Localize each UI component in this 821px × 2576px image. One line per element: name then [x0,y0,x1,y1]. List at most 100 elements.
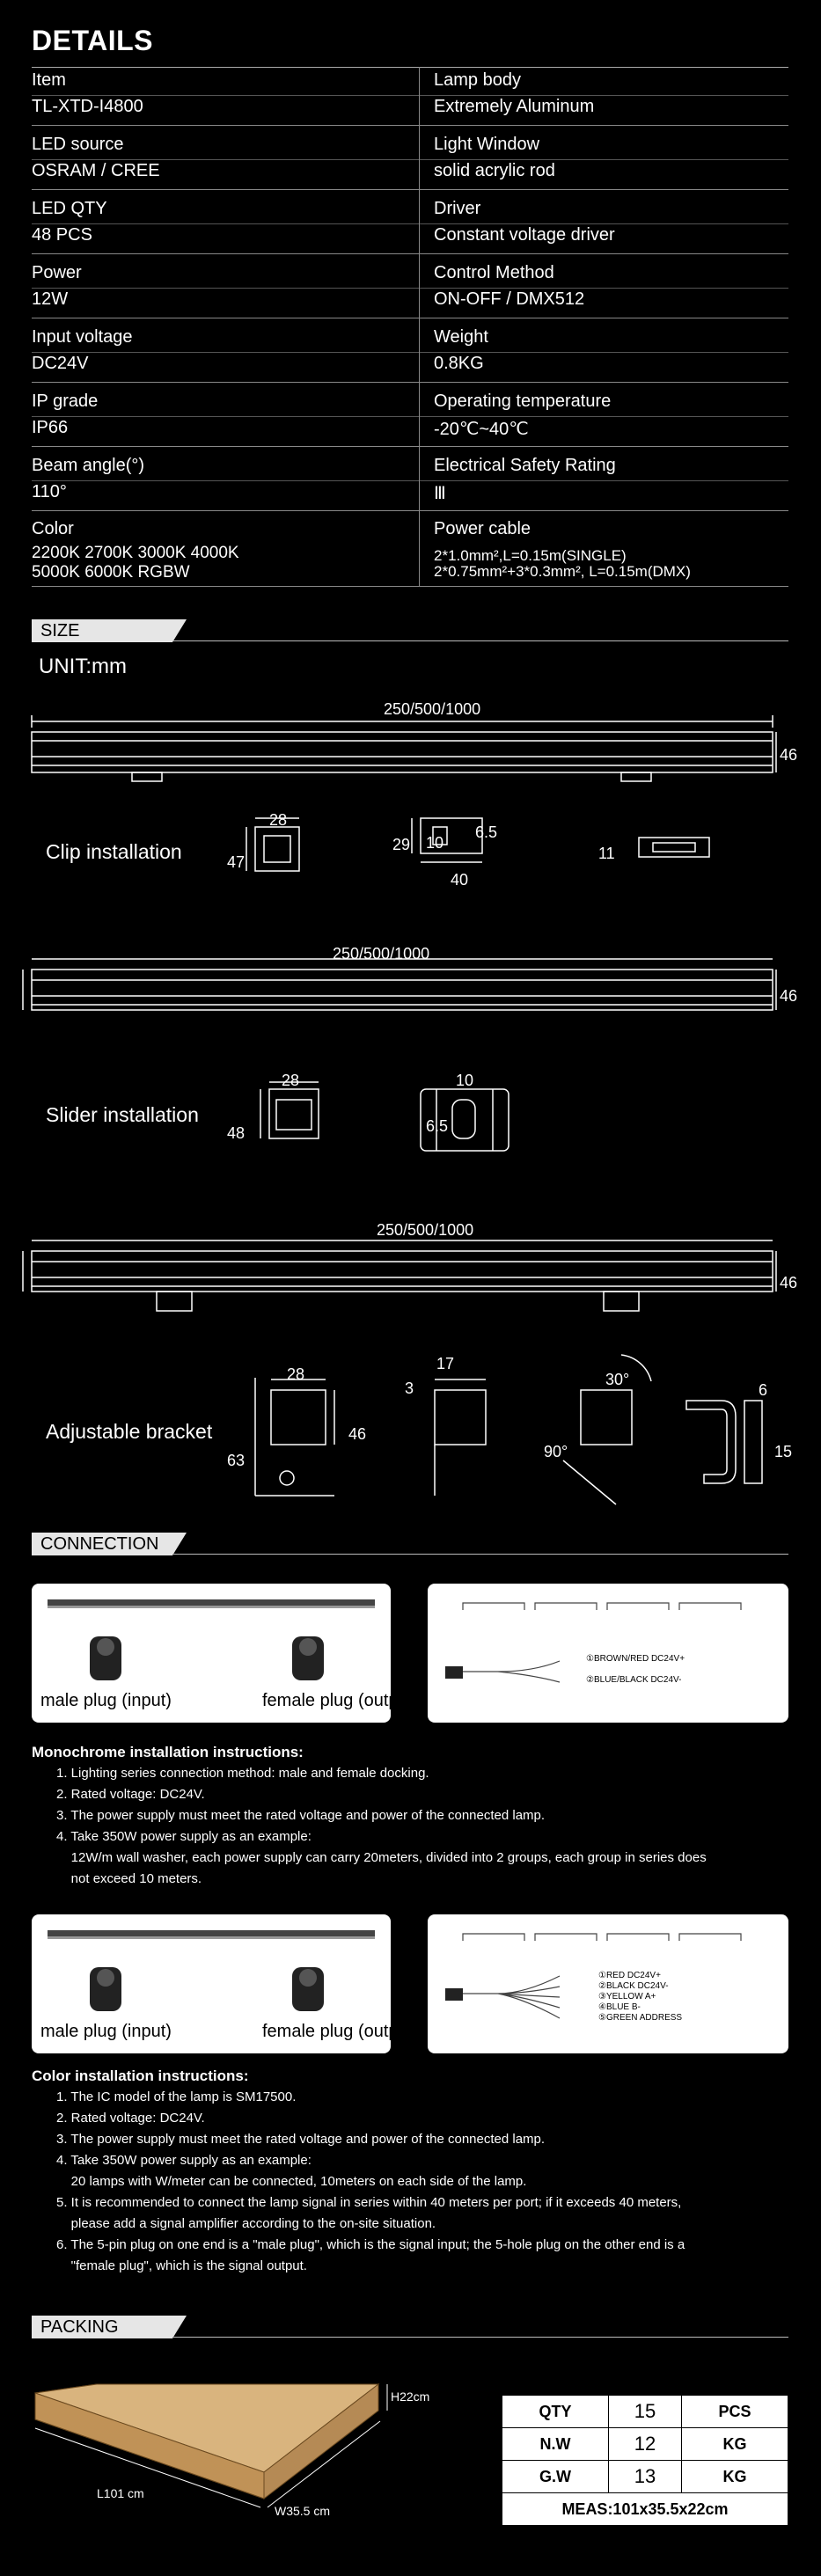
packing-cell-u: KG [681,2460,788,2493]
slider-dim-6.5: 6.5 [426,1117,449,1135]
bracket-dim-46: 46 [348,1425,367,1443]
divider [32,67,788,68]
color-values-line1: 2200K 2700K 3000K 4000K [32,544,239,562]
color-wire-5: ⑤GREEN ADDRESS [598,2013,683,2023]
detail-label-right: Weight [434,327,488,347]
clip-drawing [31,715,777,872]
detail-label-right: Light Window [434,135,540,154]
column-divider [419,67,420,586]
clip-installation-label: Clip installation [46,840,182,863]
instruction-item: 3. The power supply must meet the rated … [56,2132,546,2147]
section-tab-corner [172,2316,187,2338]
slider-installation-label: Slider installation [46,1103,199,1126]
bracket-dim-30deg: 30° [605,1371,630,1388]
detail-value-left: 110° [32,482,67,501]
slider-height-label: 46 [780,987,798,1005]
divider [32,416,788,417]
bracket-dim-17: 17 [436,1355,455,1372]
detail-label-left: Beam angle(°) [32,456,145,475]
section-tab-corner [172,619,187,642]
color-wire-2: ②BLACK DC24V- [598,1981,669,1991]
detail-value-left: IP66 [32,418,69,437]
mono-instructions-title: Monochrome installation instructions: [32,1744,304,1760]
detail-value-right: Extremely Aluminum [434,97,595,116]
divider [32,446,788,447]
bracket-drawing [22,1240,777,1505]
packing-cell-v: 15 [607,2395,683,2428]
mono-wiring-drawing [445,1602,742,1683]
size-section-bar: SIZE [32,619,788,642]
detail-label-left: Input voltage [32,327,133,347]
detail-label-right: Control Method [434,263,554,282]
color-instructions: Color installation instructions: 1. The … [32,2066,685,2277]
color-wiring-panel: ①RED DC24V+ ②BLACK DC24V- ③YELLOW A+ ④BL… [428,1914,788,2053]
box-width-label: W35.5 cm [275,2504,331,2518]
detail-value-right: -20℃~40℃ [434,420,529,439]
detail-label-left: Item [32,70,66,90]
detail-value-left: DC24V [32,354,89,373]
bracket-dim-63: 63 [227,1452,246,1469]
clip-dim-40: 40 [451,871,469,889]
divider [32,352,788,353]
detail-label-right: Operating temperature [434,392,612,411]
divider [32,95,788,96]
bracket-dim-6: 6 [759,1381,768,1399]
color-male-plug-label: male plug (input) [40,2022,172,2041]
divider [32,223,788,224]
detail-value-right: 0.8KG [434,354,484,373]
bracket-length-label: 250/500/1000 [377,1221,474,1239]
instruction-item: 2. Rated voltage: DC24V. [56,1787,205,1802]
instruction-item: "female plug", which is the signal outpu… [56,2258,307,2273]
color-wiring-drawing [445,1933,742,2019]
clip-dim-47: 47 [227,853,246,871]
cable-label: Power cable [434,519,531,538]
color-female-plug-label: female plug (output) [262,2022,419,2041]
mono-plug-drawing [48,1599,375,1680]
slider-dim-10: 10 [456,1072,474,1089]
color-label: Color [32,519,74,538]
unit-label: UNIT:mm [39,655,127,678]
packing-cell-k: G.W [502,2460,609,2493]
mono-wiring-panel: ①BROWN/RED DC24V+ ②BLUE/BLACK DC24V- [428,1584,788,1723]
mono-female-plug-label: female plug (output) [262,1691,419,1710]
instruction-item: 1. The IC model of the lamp is SM17500. [56,2089,297,2104]
color-wire-1: ①RED DC24V+ [598,1971,661,1980]
divider [32,480,788,481]
detail-value-left: 12W [32,289,69,309]
divider [32,382,788,383]
instruction-item: 12W/m wall washer, each power supply can… [56,1850,707,1865]
detail-label-left: LED QTY [32,199,107,218]
instruction-item: 1. Lighting series connection method: ma… [56,1766,429,1781]
detail-label-right: Electrical Safety Rating [434,456,616,475]
mono-male-plug-label: male plug (input) [40,1691,172,1710]
section-line [172,2337,788,2338]
clip-dim-10: 10 [426,834,444,852]
mono-plug-panel: male plug (input) female plug (output) [32,1584,419,1723]
bracket-height-label: 46 [780,1274,798,1292]
mono-wire-2: ②BLUE/BLACK DC24V- [586,1675,682,1685]
divider [32,510,788,511]
packing-cell-v: 12 [607,2427,683,2461]
slider-length-label: 250/500/1000 [333,945,430,962]
connection-section-bar: CONNECTION [32,1533,788,1555]
clip-dim-28: 28 [269,811,288,829]
instruction-item: 4. Take 350W power supply as an example: [56,1829,312,1844]
packing-cell-k: QTY [502,2395,609,2428]
details-title: DETAILS [32,25,154,56]
divider [32,586,788,587]
packing-section-bar: PACKING [32,2316,788,2338]
instruction-item: please add a signal amplifier according … [56,2216,436,2231]
bracket-dim-15: 15 [774,1443,793,1460]
instruction-item: not exceed 10 meters. [56,1871,202,1886]
detail-label-right: Driver [434,199,481,218]
detail-value-right: solid acrylic rod [434,161,555,180]
divider [32,125,788,126]
divider [32,159,788,160]
clip-length-label: 250/500/1000 [384,700,481,718]
instruction-item: 6. The 5-pin plug on one end is a "male … [56,2237,685,2252]
